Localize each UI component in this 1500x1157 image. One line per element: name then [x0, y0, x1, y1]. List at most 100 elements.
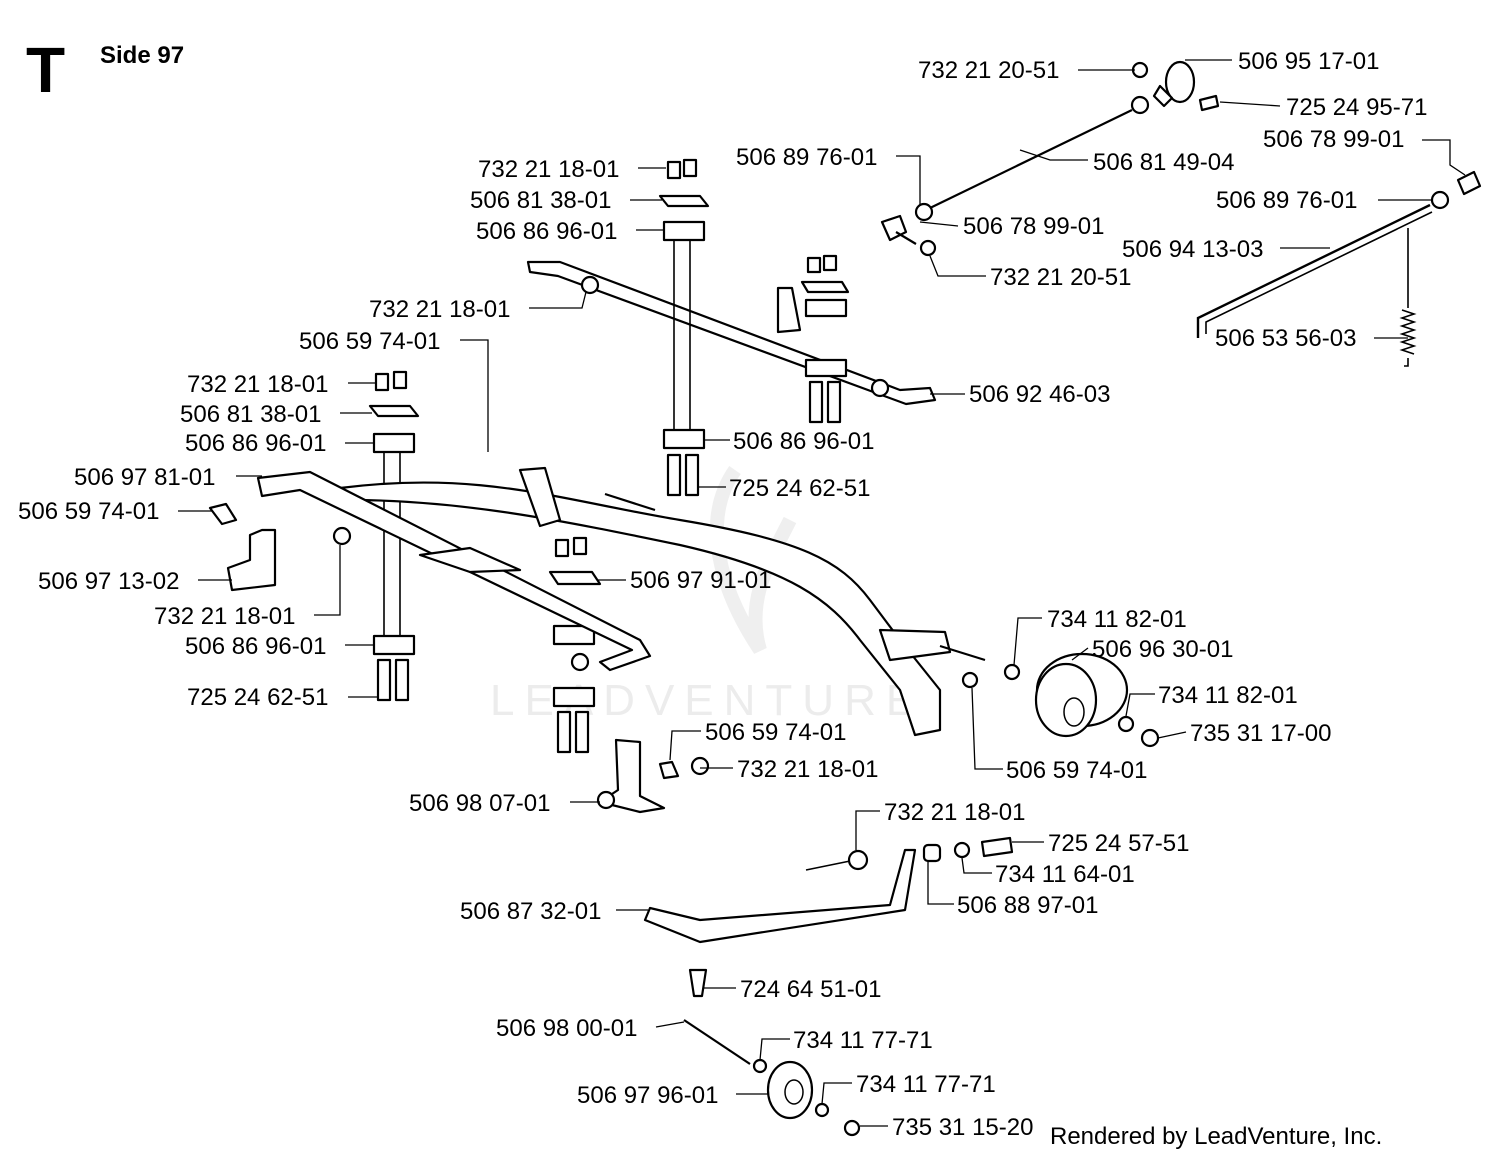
r-clamp-block-top: [804, 298, 848, 318]
l-clamp-block-top: [372, 432, 416, 454]
wheel-washer-right: [1117, 715, 1135, 733]
middle-nut: [570, 652, 590, 672]
callout-label: 724 64 51-01: [740, 976, 881, 1003]
callout-label: 506 59 74-01: [299, 328, 440, 355]
roller-axle: [683, 1019, 751, 1065]
l-clamp-block-bottom: [372, 634, 416, 656]
callout-label: 725 24 57-51: [1048, 830, 1189, 857]
frame-bolt-right: [961, 671, 979, 689]
l-clamp-nut-a: [374, 372, 390, 392]
left-bracket: [226, 528, 277, 592]
spring-coils: [1399, 309, 1417, 355]
m-clamp-block-bottom: [552, 686, 596, 708]
callout-label: 506 95 17-01: [1238, 48, 1379, 75]
callout-label: 725 24 62-51: [187, 684, 328, 711]
lower-bar-spacer: [922, 843, 942, 863]
callout-label: 506 94 13-03: [1122, 236, 1263, 263]
callout-label: 732 21 18-01: [369, 296, 510, 323]
rod-right-ball-joint: [1456, 170, 1482, 196]
callout-label: 506 59 74-01: [1006, 757, 1147, 784]
callout-label: 735 31 15-20: [892, 1114, 1033, 1141]
callout-label: 506 81 38-01: [180, 401, 321, 428]
left-arm-bolt: [208, 502, 238, 526]
roller-washer-left: [752, 1058, 768, 1074]
callout-label: 725 24 95-71: [1286, 94, 1427, 121]
footer-credit: Rendered by LeadVenture, Inc.: [1050, 1123, 1383, 1150]
clamp-bolt-a: [666, 453, 682, 497]
callout-label: 506 86 96-01: [185, 633, 326, 660]
callout-label: 506 81 38-01: [470, 187, 611, 214]
upper-bar-bracket: [776, 286, 802, 334]
callout-labels: 732 21 20-51 506 95 17-01 725 24 95-71 5…: [18, 48, 1427, 1141]
callout-label: 506 97 13-02: [38, 568, 179, 595]
middle-link-bracket: [598, 738, 666, 814]
l-clamp-nut-b: [392, 370, 408, 390]
callout-label: 506 98 00-01: [496, 1015, 637, 1042]
left-arm-plate: [418, 546, 522, 574]
r-clamp-block-bottom: [804, 358, 848, 378]
clamp-nut-b: [682, 158, 698, 178]
callout-label: 734 11 77-71: [793, 1027, 933, 1054]
callout-label: 725 24 62-51: [729, 475, 870, 502]
l-clamp-plate: [368, 404, 420, 418]
wheel-clip: [1140, 728, 1160, 748]
rod-eye-neck: [1152, 84, 1174, 108]
lower-bar: [643, 848, 917, 944]
r-clamp-bolt-b: [826, 380, 842, 424]
callout-label: 506 97 91-01: [630, 567, 771, 594]
callout-label: 732 21 18-01: [187, 371, 328, 398]
frame-right-bracket: [878, 628, 952, 662]
top-nut-small: [1131, 61, 1149, 79]
lower-bar-screw: [688, 968, 708, 998]
spring-hook-bottom: [1404, 358, 1409, 367]
roller-washer-right: [814, 1102, 830, 1118]
callout-label: 506 97 81-01: [74, 464, 215, 491]
lower-bar-bolt: [980, 836, 1014, 858]
ball-joint-stud: [895, 231, 917, 245]
r-clamp-nut-b: [822, 254, 838, 272]
callout-label: 732 21 20-51: [990, 264, 1131, 291]
callout-label: 732 21 18-01: [478, 156, 619, 183]
callout-label: 506 97 96-01: [577, 1082, 718, 1109]
lower-bar-leader-axis: [805, 859, 856, 871]
lower-bar-washer: [953, 841, 971, 859]
m-clamp-bolt-a: [556, 710, 572, 754]
callout-label: 732 21 20-51: [918, 57, 1059, 84]
callout-label: 734 11 64-01: [995, 861, 1135, 888]
r-clamp-bolt-a: [808, 380, 824, 424]
l-clamp-bolt-b: [394, 658, 410, 702]
page-title: Side 97: [100, 42, 185, 69]
callout-label: 506 86 96-01: [733, 428, 874, 455]
m-clamp-plate: [548, 570, 602, 586]
m-clamp-nut-b: [572, 536, 588, 556]
r-clamp-nut-a: [806, 256, 822, 274]
roller-hub: [784, 1079, 804, 1105]
wheel-axle: [939, 644, 986, 662]
wheel-washer-left: [1003, 663, 1021, 681]
clamp-bolt-b: [684, 453, 700, 497]
rod-nut-upper-left: [914, 202, 934, 222]
middle-link-bushing: [596, 790, 616, 810]
m-clamp-bolt-b: [574, 710, 590, 754]
upper-bar-right-nut: [870, 378, 890, 398]
part-drawings: [208, 60, 1482, 1137]
callout-label: 506 88 97-01: [957, 892, 1098, 919]
threaded-rod-upper: [929, 109, 1133, 209]
roller-clip: [843, 1119, 861, 1137]
rod-eye-end: [1164, 60, 1196, 104]
callout-label: 734 11 82-01: [1047, 606, 1187, 633]
clamp-plate-top: [658, 194, 710, 208]
eye-bolt: [1198, 94, 1220, 112]
callout-label: 506 96 30-01: [1092, 636, 1233, 663]
callout-label: 506 89 76-01: [1216, 187, 1357, 214]
callout-label: 506 89 76-01: [736, 144, 877, 171]
callout-label: 732 21 18-01: [737, 756, 878, 783]
callout-label: 732 21 18-01: [884, 799, 1025, 826]
wheel: [1034, 662, 1098, 738]
rod-right-nut: [1430, 190, 1450, 210]
callout-label: 734 11 77-71: [856, 1071, 996, 1098]
callout-label: 506 86 96-01: [185, 430, 326, 457]
callout-label: 506 86 96-01: [476, 218, 617, 245]
l-clamp-bolt-a: [376, 658, 392, 702]
leader-lines: [178, 59, 1466, 1127]
